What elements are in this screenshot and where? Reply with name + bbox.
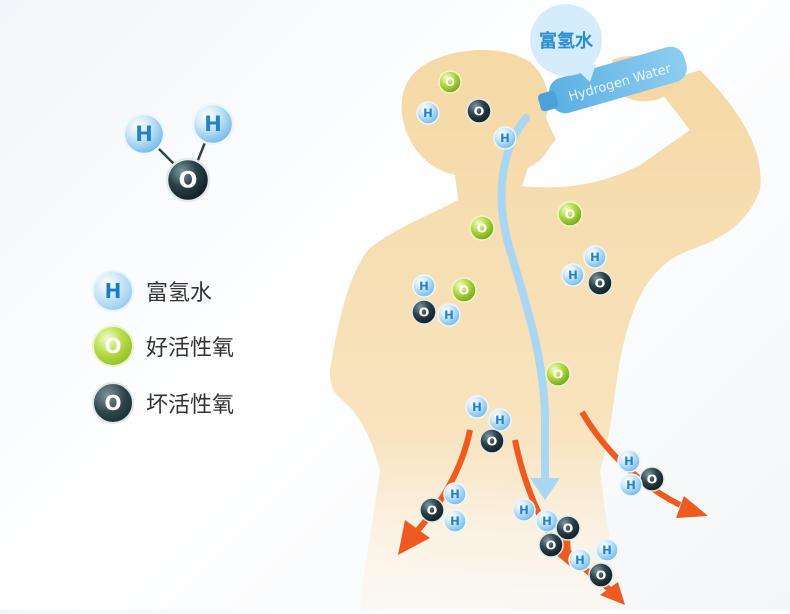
svg-text:O: O [474,103,485,118]
svg-text:H: H [450,514,460,528]
hydrogen-atom-icon: H [583,245,607,269]
hydrogen-atom-icon: H [561,263,585,287]
svg-text:H: H [624,454,634,468]
svg-text:O: O [477,220,488,235]
good-oxygen-atom-icon: O [438,70,462,94]
hydrogen-atom-icon: H [488,408,512,432]
svg-text:O: O [445,75,455,89]
bad-oxygen-atom-icon: O [587,270,613,296]
svg-text:H: H [575,553,585,567]
svg-text:O: O [487,433,498,448]
body-silhouette [330,49,761,611]
legend-item-hydrogen: H 富氢水 [92,270,212,312]
svg-text:O: O [647,471,658,486]
hydrogen-atom-icon: H [619,473,643,497]
water-flow-line [497,114,549,494]
hydrogen-atom-icon: H [535,509,559,533]
hydrogen-atom-icon: H [617,449,641,473]
hydrogen-atom-icon: H [437,303,461,327]
hydrogen-atom-icon: H [92,270,134,312]
svg-text:H: H [568,268,578,282]
svg-text:H: H [626,478,636,492]
hydrogen-atom-icon: H [122,112,166,156]
svg-text:H: H [423,106,433,120]
svg-text:O: O [419,304,430,319]
speech-bubble: 富氢水 [530,4,602,82]
bad-oxygen-atom-icon: O [466,98,492,124]
hydrogen-atom-icon: H [595,538,619,562]
expel-arrow [557,538,625,605]
bottle-body [549,46,687,114]
hydrogen-atom-icon: H [191,102,235,146]
bad-oxygen-atom-icon: O [588,562,614,588]
bottle-cap [537,90,559,112]
hydrogen-atom-icon: H [512,498,536,522]
bad-oxygen-atom-icon: O [92,382,134,424]
legend-item-good-oxygen: O 好活性氧 [92,325,234,367]
good-oxygen-atom-icon: O [469,215,495,241]
bad-oxygen-atom-icon: O [555,515,581,541]
svg-text:O: O [565,206,576,221]
svg-text:O: O [427,502,438,517]
good-oxygen-atom-icon: O [92,325,134,367]
hydrogen-atom-icon: H [443,482,467,506]
svg-text:O: O [546,537,557,552]
hydrogen-atom-icon: H [568,548,592,572]
bad-oxygen-atom-icon: O [411,299,437,325]
water-molecule: H H O [122,102,235,203]
bad-oxygen-atom-icon: O [419,497,445,523]
bad-oxygen-atom-icon: O [538,532,564,558]
legend-item-bad-oxygen: O 坏活性氧 [92,382,234,424]
svg-text:H: H [472,400,482,414]
water-flow-arrowhead [530,478,560,500]
svg-text:H: H [135,122,153,146]
svg-text:H: H [519,503,529,517]
bad-oxygen-atom-icon: O [165,157,211,203]
hydrogen-atom-icon: H [493,126,517,150]
legend-label-hydrogen: 富氢水 [146,281,213,306]
svg-text:H: H [602,543,612,557]
good-oxygen-atom-icon: O [557,201,583,227]
legend-label-bad-oxygen: 坏活性氧 [146,393,235,418]
bad-oxygen-atom-icon: O [479,428,505,454]
svg-text:H: H [450,487,460,501]
svg-text:H: H [495,413,505,427]
svg-text:H: H [590,250,600,264]
hydrogen-atom-icon: H [465,395,489,419]
svg-text:O: O [596,567,607,582]
svg-text:H: H [204,112,222,136]
svg-text:H: H [444,308,454,322]
svg-text:O: O [459,282,470,297]
hydrogen-atom-icon: H [412,274,436,298]
svg-text:H: H [500,131,510,145]
svg-text:O: O [563,520,574,535]
legend-label-good-oxygen: 好活性氧 [146,336,235,361]
svg-text:H: H [419,279,429,293]
svg-text:H: H [542,514,552,528]
svg-text:O: O [179,169,198,194]
hydrogen-atom-icon: H [416,101,440,125]
svg-text:O: O [595,275,606,290]
hydrogen-atom-icon: H [443,509,467,533]
speech-bubble-text: 富氢水 [539,30,594,52]
good-oxygen-atom-icon: O [545,361,571,387]
good-oxygen-atom-icon: O [451,277,477,303]
bad-oxygen-atom-icon: O [639,466,665,492]
svg-text:O: O [553,366,564,381]
